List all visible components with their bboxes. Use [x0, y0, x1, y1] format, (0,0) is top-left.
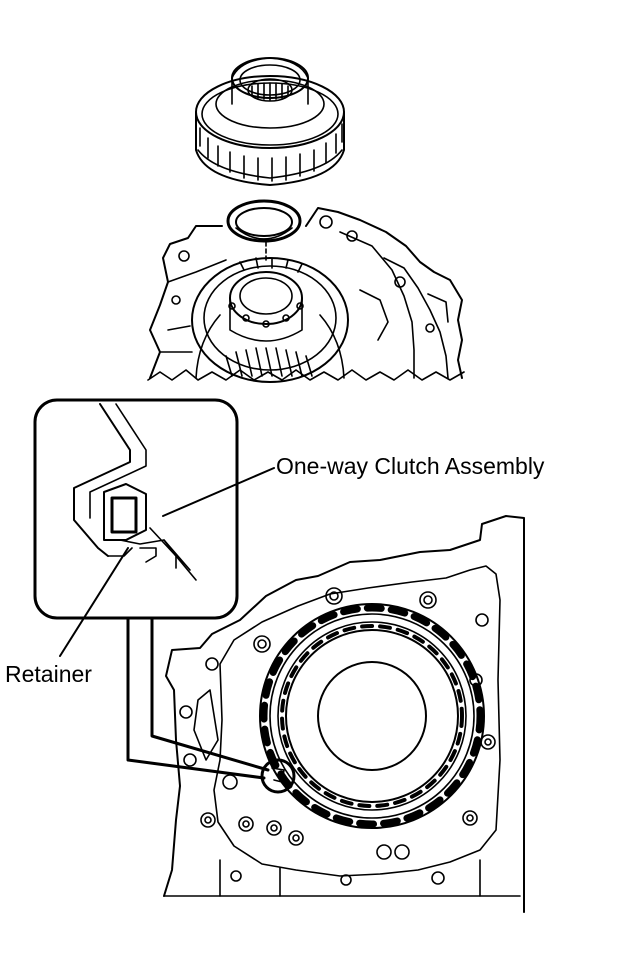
detail-inset	[33, 398, 239, 620]
retainer-label: Retainer	[5, 661, 92, 687]
clutch-drum-assembly	[195, 57, 345, 186]
clutch-leader-line	[162, 467, 275, 517]
retainer-leader-line	[59, 547, 129, 657]
thrust-washer	[226, 199, 302, 243]
one-way-clutch-assembly-label: One-way Clutch Assembly	[276, 453, 545, 479]
transmission-case-bottom	[163, 515, 525, 913]
inset-callout-connector	[126, 616, 270, 780]
transmission-case-top	[147, 207, 465, 383]
